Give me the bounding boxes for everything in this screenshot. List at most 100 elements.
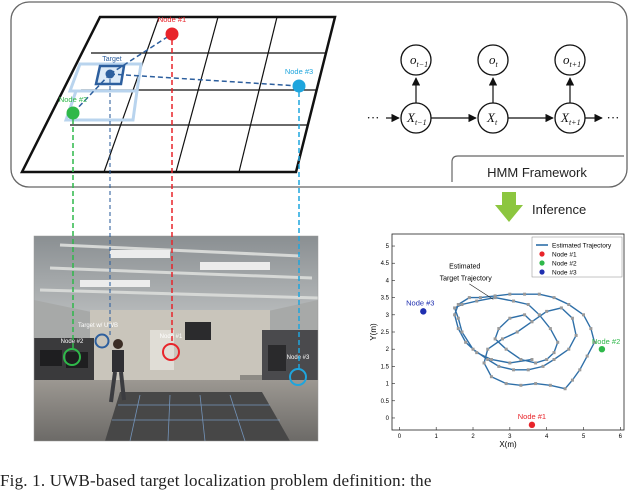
chart-xlabel: X(m) <box>499 440 517 449</box>
x-tick-label: 4 <box>545 434 549 440</box>
y-tick-label: 5 <box>386 244 390 250</box>
chart-node-2-label: Node #2 <box>592 337 620 346</box>
trajectory-point <box>534 361 538 365</box>
annotation-pointer <box>469 283 494 300</box>
inference-label: Inference <box>532 202 586 217</box>
y-tick-label: 1.5 <box>381 364 390 370</box>
trajectory-point <box>493 337 497 341</box>
trajectory-point <box>537 292 541 296</box>
lab-photo <box>33 235 319 442</box>
trajectory-point <box>453 306 457 310</box>
trajectory-point <box>512 299 516 303</box>
trajectory-point <box>530 358 534 362</box>
trajectory-point <box>552 351 556 355</box>
trajectory-point <box>523 292 527 296</box>
legend-box <box>531 236 623 278</box>
trajectory-point <box>574 333 578 337</box>
trajectory-point <box>493 294 497 298</box>
chart-node-3-label: Node #3 <box>406 298 434 307</box>
grid-target: Target <box>102 56 122 79</box>
grid-node-2: Node #2 <box>59 95 87 120</box>
trajectory-point <box>541 364 545 368</box>
trajectory-point <box>519 383 523 387</box>
hmm-ellipsis-left: ··· <box>367 110 380 125</box>
svg-text:HMM Framework: HMM Framework <box>487 165 587 180</box>
legend-swatch-node <box>539 251 545 257</box>
hmm-ellipsis-right: ··· <box>607 110 620 125</box>
chart-annotation-line2: Target Trajectory <box>440 275 493 282</box>
trajectory-point <box>478 296 482 300</box>
trajectory-point <box>567 347 571 351</box>
y-tick-label: 0.5 <box>381 399 390 405</box>
grid-node-1-label: Node #1 <box>158 15 186 24</box>
chart-ylabel: Y(m) <box>369 323 378 341</box>
trajectory-point <box>493 296 497 300</box>
chart-annotation-line1: Estimated <box>449 263 480 270</box>
trajectory-point <box>578 368 582 372</box>
trajectory-point <box>467 296 471 300</box>
trajectory-line <box>453 293 596 390</box>
hmm-obs-next <box>554 44 586 76</box>
trajectory-point <box>581 313 585 317</box>
trajectory-point <box>548 383 552 387</box>
trajectory-point <box>504 382 508 386</box>
trajectory-point <box>563 387 567 391</box>
trajectory-point <box>537 313 541 317</box>
y-tick-label: 4.5 <box>381 261 390 267</box>
trajectory-point <box>534 382 538 386</box>
y-tick-label: 3 <box>386 313 390 319</box>
grid-target-label: Target <box>102 56 122 63</box>
x-tick-label: 3 <box>508 434 512 440</box>
y-tick-label: 1 <box>386 382 390 388</box>
legend-label: Node #2 <box>552 260 577 267</box>
trajectory-point <box>567 302 571 306</box>
legend-label: Estimated Trajectory <box>552 242 612 249</box>
trajectory-point <box>515 330 519 334</box>
trajectory-point <box>460 330 464 334</box>
person-figure <box>109 339 126 403</box>
trajectory-point <box>523 313 527 317</box>
hmm-obs-prev <box>400 44 432 76</box>
trajectory-point <box>486 347 490 351</box>
x-tick-label: 2 <box>471 434 475 440</box>
legend-swatch-node <box>539 260 545 266</box>
trajectory-point <box>497 327 501 331</box>
trajectory-point <box>486 358 490 362</box>
grid-node-3: Node #3 <box>285 67 313 93</box>
x-tick-label: 5 <box>582 434 586 440</box>
trajectory-point <box>456 327 460 331</box>
legend-label: Node #1 <box>552 251 577 258</box>
trajectory-point <box>508 292 512 296</box>
svg-text:ot: ot <box>489 52 499 69</box>
grid-node-3-label: Node #3 <box>285 67 313 76</box>
photo-node-2-label: Node #2 <box>61 339 84 345</box>
hmm-diagram: ot−1 ot ot+1 Xt−1 Xt Xt+1 ··· ··· <box>367 44 620 134</box>
trajectory-point <box>545 309 549 313</box>
trajectory-point <box>471 347 475 351</box>
trajectory-point <box>456 302 460 306</box>
trajectory-point <box>526 368 530 372</box>
trajectory-point <box>500 337 504 341</box>
svg-text:Xt: Xt <box>486 110 498 127</box>
x-tick-label: 0 <box>398 434 402 440</box>
y-tick-label: 0 <box>386 416 390 422</box>
trajectory-point <box>512 368 516 372</box>
grid-links <box>72 33 300 114</box>
trajectory-point <box>508 361 512 365</box>
trajectory-point <box>475 299 479 303</box>
photo-node-2: Node #2 <box>61 339 84 366</box>
trajectory-point <box>559 306 563 310</box>
trajectory-point <box>589 327 593 331</box>
svg-text:Xt+1: Xt+1 <box>560 110 581 127</box>
y-tick-label: 4 <box>386 278 390 284</box>
trajectory-point <box>570 316 574 320</box>
photo-target-label: Target w/ UWB <box>78 323 118 329</box>
figure-caption: Fig. 1. UWB-based target localization pr… <box>0 471 432 490</box>
y-tick-label: 3.5 <box>381 296 390 302</box>
trajectory-point <box>593 340 597 344</box>
chart-node-3 <box>420 308 427 315</box>
trajectory-point <box>526 302 530 306</box>
